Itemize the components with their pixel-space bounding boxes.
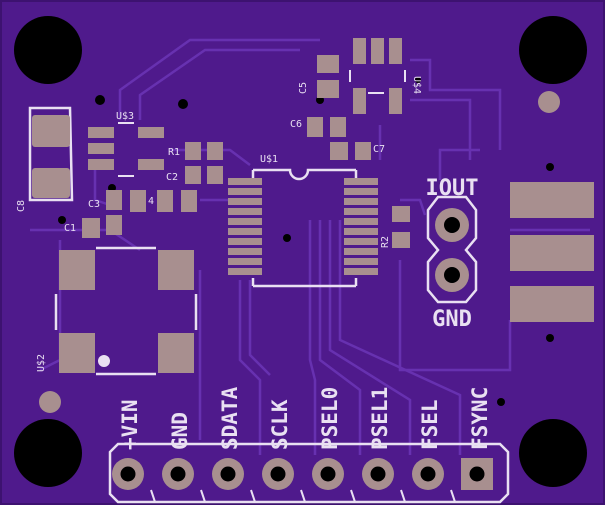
u1-component: U$1	[228, 154, 378, 288]
pin-label: FSYNC	[468, 387, 492, 450]
c2-label: C2	[166, 172, 178, 183]
u4-component: U$4	[349, 38, 422, 114]
pin-label: SDATA	[218, 386, 242, 450]
fiducial	[39, 391, 61, 413]
c7-label: C7	[373, 144, 385, 155]
pin-label: SCLK	[268, 399, 292, 450]
c1-label: C1	[64, 223, 76, 234]
gnd-output-label: GND	[432, 307, 472, 332]
c4-label: 4	[148, 196, 154, 207]
pin-label: GND	[168, 412, 192, 450]
edge-pad	[510, 235, 594, 271]
edge-pads	[510, 182, 594, 322]
u4-label: U$4	[411, 76, 422, 94]
edge-pad	[510, 286, 594, 322]
c2-component: C2	[166, 166, 223, 184]
u1-label: U$1	[260, 154, 278, 165]
output-connector: IOUT GND	[426, 176, 479, 332]
c6-label: C6	[290, 119, 302, 130]
pin-label: PSEL1	[368, 387, 392, 450]
r1-component: R1	[168, 142, 223, 160]
c1-component: C1	[64, 218, 100, 238]
r1-label: R1	[168, 147, 180, 158]
mounting-hole-bottom-left	[14, 419, 82, 487]
c8-label: C8	[16, 200, 27, 212]
c5-component: C5	[298, 55, 339, 98]
mounting-hole-top-left	[14, 16, 82, 84]
header-separators	[150, 489, 456, 503]
header-pins	[112, 458, 493, 490]
fiducial	[538, 91, 560, 113]
mounting-holes	[14, 16, 587, 487]
edge-pad	[510, 182, 594, 218]
pin-label: +VIN	[118, 399, 142, 450]
u3-component: U$3	[88, 111, 164, 177]
c6-component: C6	[290, 117, 346, 137]
c7-component: C7	[330, 142, 385, 160]
c8-component: C8	[16, 106, 74, 212]
c4-component: 4	[130, 190, 197, 212]
c5-label: C5	[298, 82, 309, 94]
iout-label: IOUT	[426, 176, 479, 201]
u2-label: U$2	[36, 354, 47, 372]
mounting-hole-top-right	[519, 16, 587, 84]
c3-label: C3	[88, 199, 100, 210]
pin-label: PSEL0	[318, 387, 342, 450]
mounting-hole-bottom-right	[519, 419, 587, 487]
u3-label: U$3	[116, 111, 134, 122]
pin-label: FSEL	[418, 399, 442, 450]
r2-label: R2	[380, 236, 391, 248]
header-outline	[108, 442, 510, 504]
u2-component: U$2	[36, 246, 198, 376]
r2-component: R2	[380, 206, 410, 248]
header-labels: +VIN GND SDATA SCLK PSEL0 PSEL1 FSEL FSY…	[118, 386, 492, 450]
c3-component: C3	[88, 190, 122, 235]
